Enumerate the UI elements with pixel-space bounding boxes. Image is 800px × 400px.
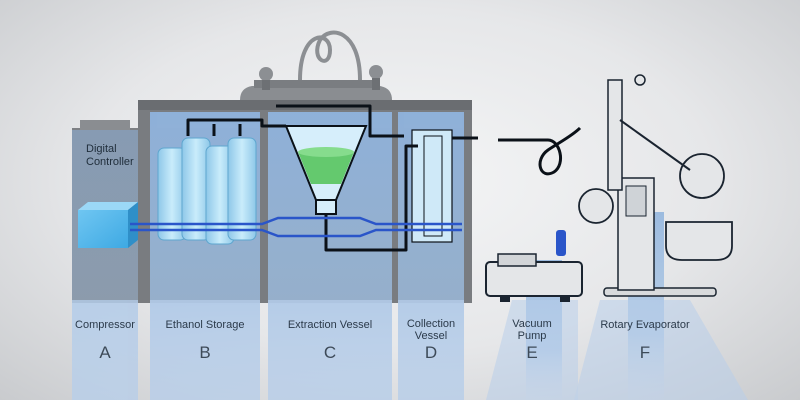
component-label-b: Ethanol Storage xyxy=(165,319,245,331)
component-letter-a: A xyxy=(99,343,111,362)
component-label-c: Extraction Vessel xyxy=(287,319,373,331)
component-label-a: Compressor xyxy=(75,319,135,331)
component-label-f: Rotary Evaporator xyxy=(600,319,690,331)
component-letter-d: D xyxy=(424,343,438,362)
component-label-d: Collection Vessel xyxy=(406,318,456,342)
blue-pipes xyxy=(130,216,462,238)
label-bases xyxy=(72,300,748,400)
vacuum-pump xyxy=(485,230,583,302)
vessel-lid xyxy=(240,30,392,100)
component-letter-e: E xyxy=(526,343,538,362)
component-label-e: Vacuum Pump xyxy=(512,318,552,342)
component-letter-f: F xyxy=(639,343,651,362)
controller-box xyxy=(78,202,138,248)
tubing xyxy=(186,104,582,252)
component-letter-c: C xyxy=(323,343,337,362)
component-letter-b: B xyxy=(199,343,211,362)
controller-label: Digital Controller xyxy=(86,143,134,168)
ethanol-tanks xyxy=(157,137,257,245)
extraction-funnel xyxy=(284,125,368,215)
rotary-evaporator xyxy=(578,74,733,297)
